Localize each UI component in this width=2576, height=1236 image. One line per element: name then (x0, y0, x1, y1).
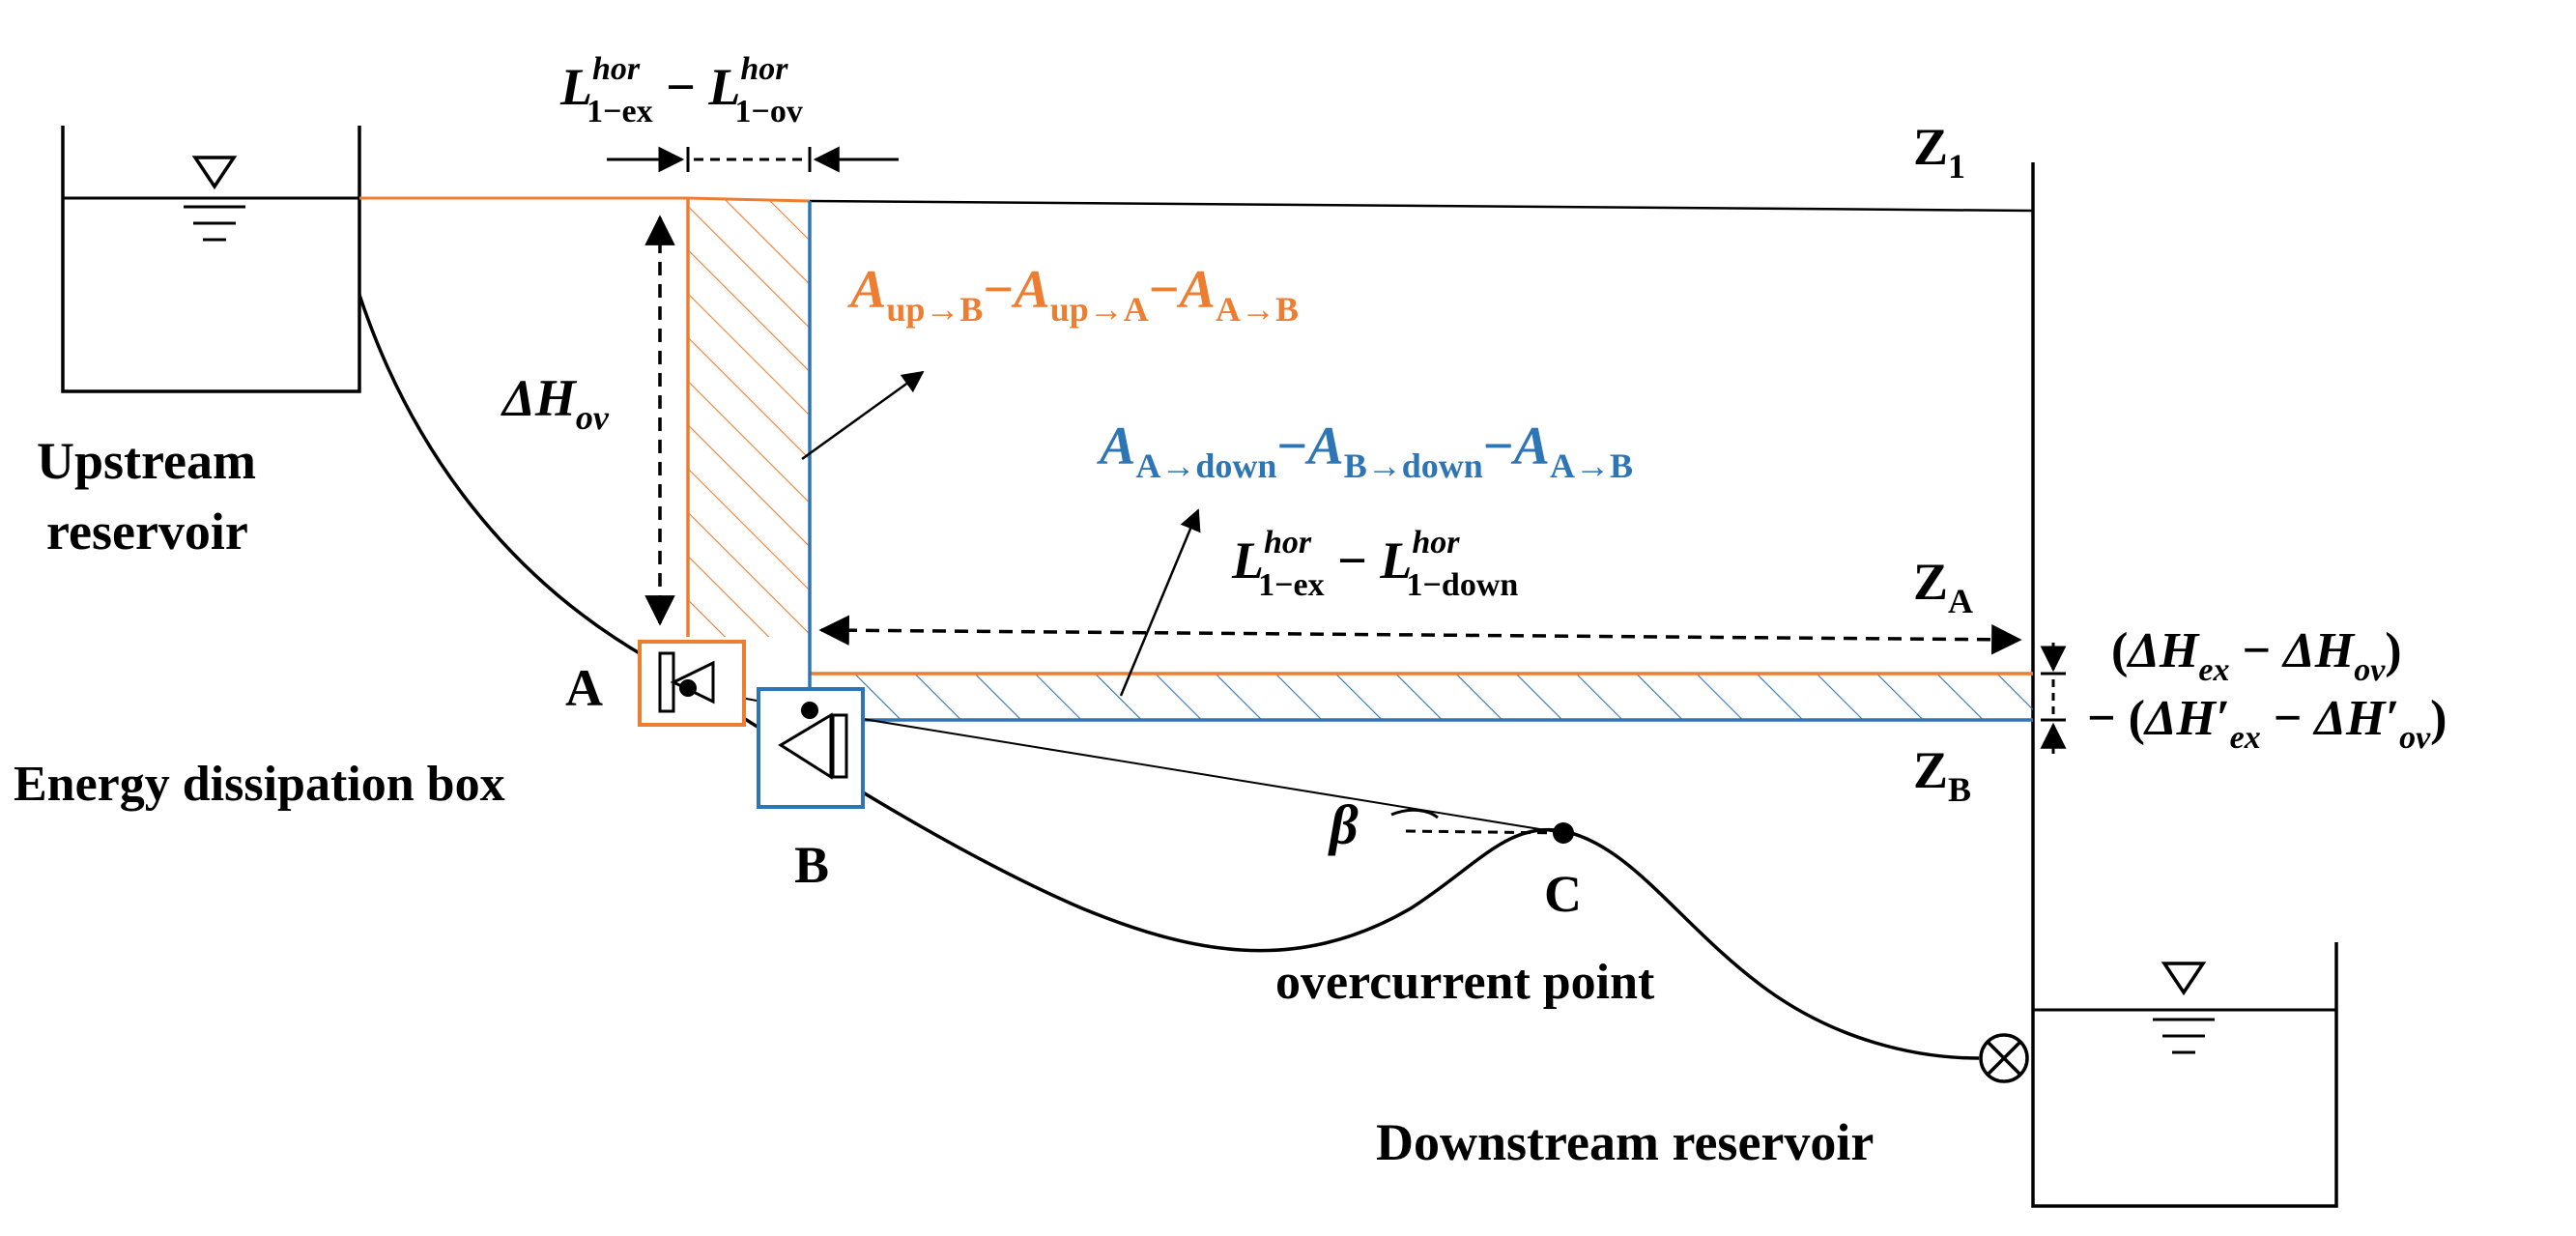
point-c-label: C (1544, 865, 1582, 923)
point-b-marker (801, 702, 818, 719)
upstream-label-line1: Upstream (37, 432, 256, 490)
angle-arc (1390, 808, 1439, 819)
leader-arrow-blue (1119, 508, 1201, 697)
upstream-label-line2: reservoir (46, 503, 248, 561)
right-formula-line2: − (ΔH′ex − ΔH′ov) (2087, 691, 2447, 756)
orange-area-formula: Aup→B−Aup→A−AA→B (847, 260, 1299, 329)
leader-arrow-orange (801, 370, 925, 461)
zb-label: ZB (1913, 741, 1971, 809)
za-label: ZA (1913, 553, 1973, 620)
downstream-label: Downstream reservoir (1376, 1113, 1874, 1171)
blue-area-formula: AA→down−AB→down−AA→B (1097, 417, 1633, 485)
right-dimension (2040, 643, 2067, 754)
horizontal-reference (1405, 829, 1564, 835)
valve-icon (1979, 1033, 2029, 1083)
z1-label: Z1 (1913, 118, 1965, 186)
point-a-marker (679, 679, 697, 697)
box-label: Energy dissipation box (14, 757, 505, 812)
orange-hatched-area (688, 200, 810, 637)
grade-line-z1 (809, 199, 2034, 213)
overcurrent-label: overcurrent point (1275, 955, 1655, 1010)
upstream-reservoir (61, 126, 361, 393)
water-level-icon (2153, 962, 2215, 1054)
blue-hatched-area (810, 674, 2033, 720)
beta-label: β (1328, 793, 1359, 856)
delta-h-ov-label: ΔHov (501, 369, 610, 437)
right-formula-line1: (ΔHex − ΔHov) (2111, 623, 2402, 688)
pipeline (358, 294, 1980, 1060)
downstream-reservoir (2031, 942, 2338, 1208)
horizontal-dimension (818, 615, 2022, 655)
water-level-icon (184, 156, 245, 242)
point-c-marker (1553, 822, 1574, 844)
point-b-label: B (794, 836, 829, 894)
point-a-label: A (565, 659, 603, 717)
top-dimension (607, 146, 899, 173)
